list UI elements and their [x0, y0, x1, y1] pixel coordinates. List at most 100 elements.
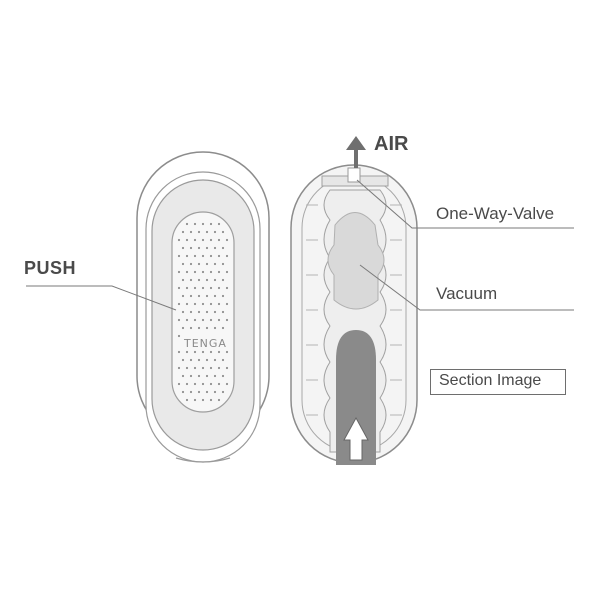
panel-dot — [181, 326, 185, 330]
panel-dot — [217, 270, 221, 274]
section-image-box — [430, 369, 566, 395]
panel-dot — [213, 390, 217, 394]
panel-dot — [221, 278, 225, 282]
panel-dot — [217, 318, 221, 322]
device-section — [290, 136, 418, 465]
panel-dot — [193, 238, 197, 242]
push-label: PUSH — [24, 258, 77, 278]
panel-dot — [193, 398, 197, 402]
panel-dot — [181, 278, 185, 282]
push-up-arrow-icon — [343, 416, 369, 461]
panel-dot — [217, 398, 221, 402]
panel-dot — [177, 270, 181, 274]
panel-dot — [193, 254, 197, 258]
panel-dot — [217, 286, 221, 290]
panel-dot — [185, 318, 189, 322]
panel-dot — [201, 286, 205, 290]
insert-shape — [336, 330, 376, 465]
push-panel-dots — [177, 222, 229, 402]
valve-nozzle — [347, 167, 361, 183]
panel-dot — [205, 326, 209, 330]
panel-dot — [205, 278, 209, 282]
panel-dot — [181, 246, 185, 250]
panel-dot — [213, 294, 217, 298]
panel-dot — [185, 302, 189, 306]
panel-dot — [209, 350, 213, 354]
panel-dot — [213, 262, 217, 266]
panel-dot — [185, 382, 189, 386]
panel-dot — [217, 222, 221, 226]
section-side-ribs — [306, 204, 402, 416]
panel-dot — [177, 318, 181, 322]
panel-dot — [205, 310, 209, 314]
panel-dot — [221, 358, 225, 362]
panel-dot — [197, 374, 201, 378]
panel-dot — [189, 310, 193, 314]
panel-dot — [193, 366, 197, 370]
panel-dot — [225, 286, 229, 290]
panel-dot — [201, 270, 205, 274]
push-panel — [171, 211, 235, 413]
panel-dot — [193, 222, 197, 226]
panel-dot — [201, 302, 205, 306]
panel-dot — [201, 366, 205, 370]
panel-dot — [181, 390, 185, 394]
panel-dot — [201, 254, 205, 258]
panel-dot — [189, 294, 193, 298]
panel-dot — [193, 382, 197, 386]
panel-dot — [197, 326, 201, 330]
panel-dot — [221, 390, 225, 394]
panel-dot — [177, 334, 181, 338]
panel-dot — [197, 246, 201, 250]
panel-dot — [201, 350, 205, 354]
panel-dot — [209, 238, 213, 242]
panel-dot — [205, 262, 209, 266]
panel-dot — [213, 326, 217, 330]
tenga-logo: TENGA — [184, 337, 227, 350]
panel-dot — [177, 350, 181, 354]
panel-dot — [213, 358, 217, 362]
device-exterior — [136, 151, 270, 463]
panel-dot — [189, 262, 193, 266]
panel-dot — [185, 350, 189, 354]
panel-dot — [209, 382, 213, 386]
panel-dot — [185, 286, 189, 290]
panel-dot — [189, 230, 193, 234]
panel-dot — [197, 310, 201, 314]
panel-dot — [193, 318, 197, 322]
panel-dot — [225, 350, 229, 354]
panel-dot — [209, 286, 213, 290]
panel-dot — [181, 262, 185, 266]
panel-dot — [213, 246, 217, 250]
panel-dot — [185, 366, 189, 370]
panel-dot — [177, 382, 181, 386]
panel-dot — [225, 366, 229, 370]
one-way-valve-label: One-Way-Valve — [436, 204, 555, 223]
panel-dot — [221, 374, 225, 378]
panel-dot — [185, 238, 189, 242]
panel-dot — [181, 358, 185, 362]
panel-dot — [205, 230, 209, 234]
panel-dot — [217, 238, 221, 242]
valve-leader-line — [356, 179, 574, 229]
panel-dot — [185, 398, 189, 402]
air-label: AIR — [374, 133, 409, 155]
panel-dot — [197, 278, 201, 282]
panel-dot — [185, 254, 189, 258]
panel-dot — [209, 254, 213, 258]
panel-dot — [217, 382, 221, 386]
panel-dot — [225, 302, 229, 306]
panel-dot — [209, 270, 213, 274]
panel-dot — [189, 326, 193, 330]
panel-dot — [197, 262, 201, 266]
panel-dot — [221, 246, 225, 250]
panel-dot — [221, 326, 225, 330]
panel-dot — [189, 358, 193, 362]
panel-dot — [201, 382, 205, 386]
panel-dot — [205, 246, 209, 250]
air-arrow-icon — [346, 136, 366, 168]
panel-dot — [193, 350, 197, 354]
panel-dot — [221, 262, 225, 266]
panel-dot — [221, 310, 225, 314]
